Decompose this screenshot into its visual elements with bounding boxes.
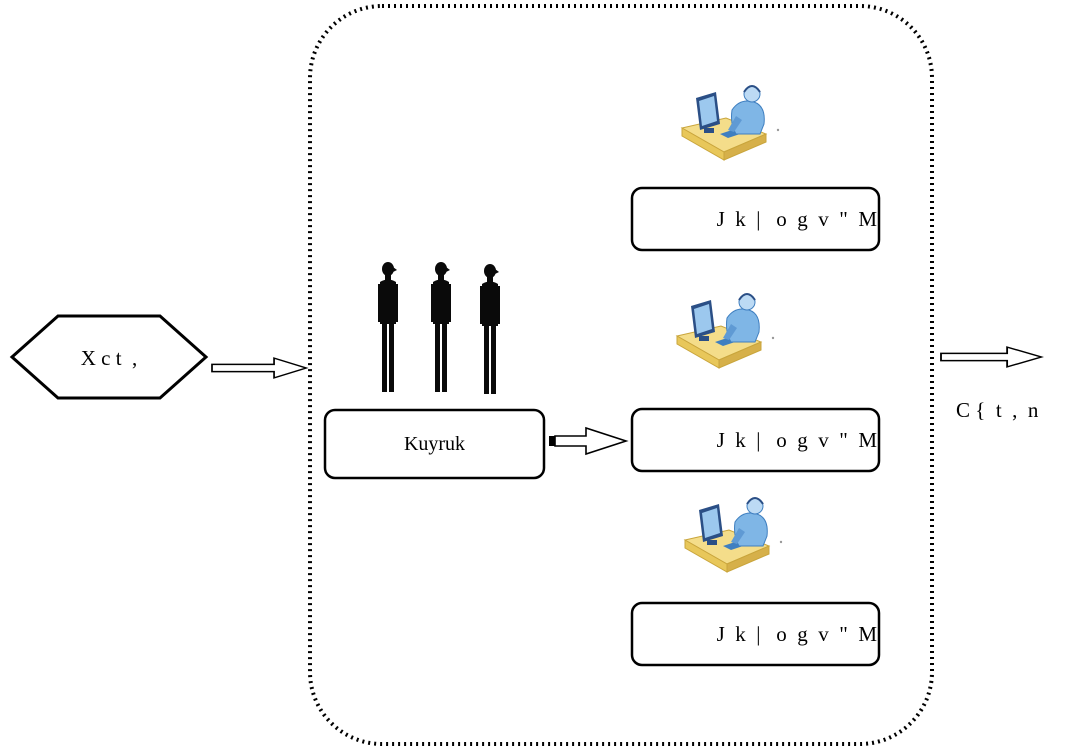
arrival-arrow-icon (211, 357, 308, 379)
system-boundary (308, 4, 934, 746)
queue-to-server-arrow-icon (549, 426, 629, 456)
queue-box (323, 408, 546, 480)
desk-worker-icon (681, 85, 781, 161)
departure-label: C { t , n (956, 398, 1039, 422)
desk-worker-icon (684, 497, 784, 573)
arrival-label: X c t , (80, 345, 138, 370)
server-label-3: J k | o g v " M (716, 621, 877, 646)
person-icon (431, 262, 451, 392)
server-box-1 (630, 186, 881, 252)
server-label-1: J k | o g v " M (716, 206, 877, 231)
arrival-source-shape (9, 314, 209, 400)
person-icon (378, 262, 398, 392)
server-box-2 (630, 407, 881, 473)
queue-label: Kuyruk (403, 432, 466, 455)
departure-arrow-icon (940, 346, 1043, 368)
person-icon (480, 264, 500, 394)
desk-worker-icon (676, 293, 776, 369)
server-box-3 (630, 601, 881, 667)
server-label-2: J k | o g v " M (716, 427, 877, 452)
